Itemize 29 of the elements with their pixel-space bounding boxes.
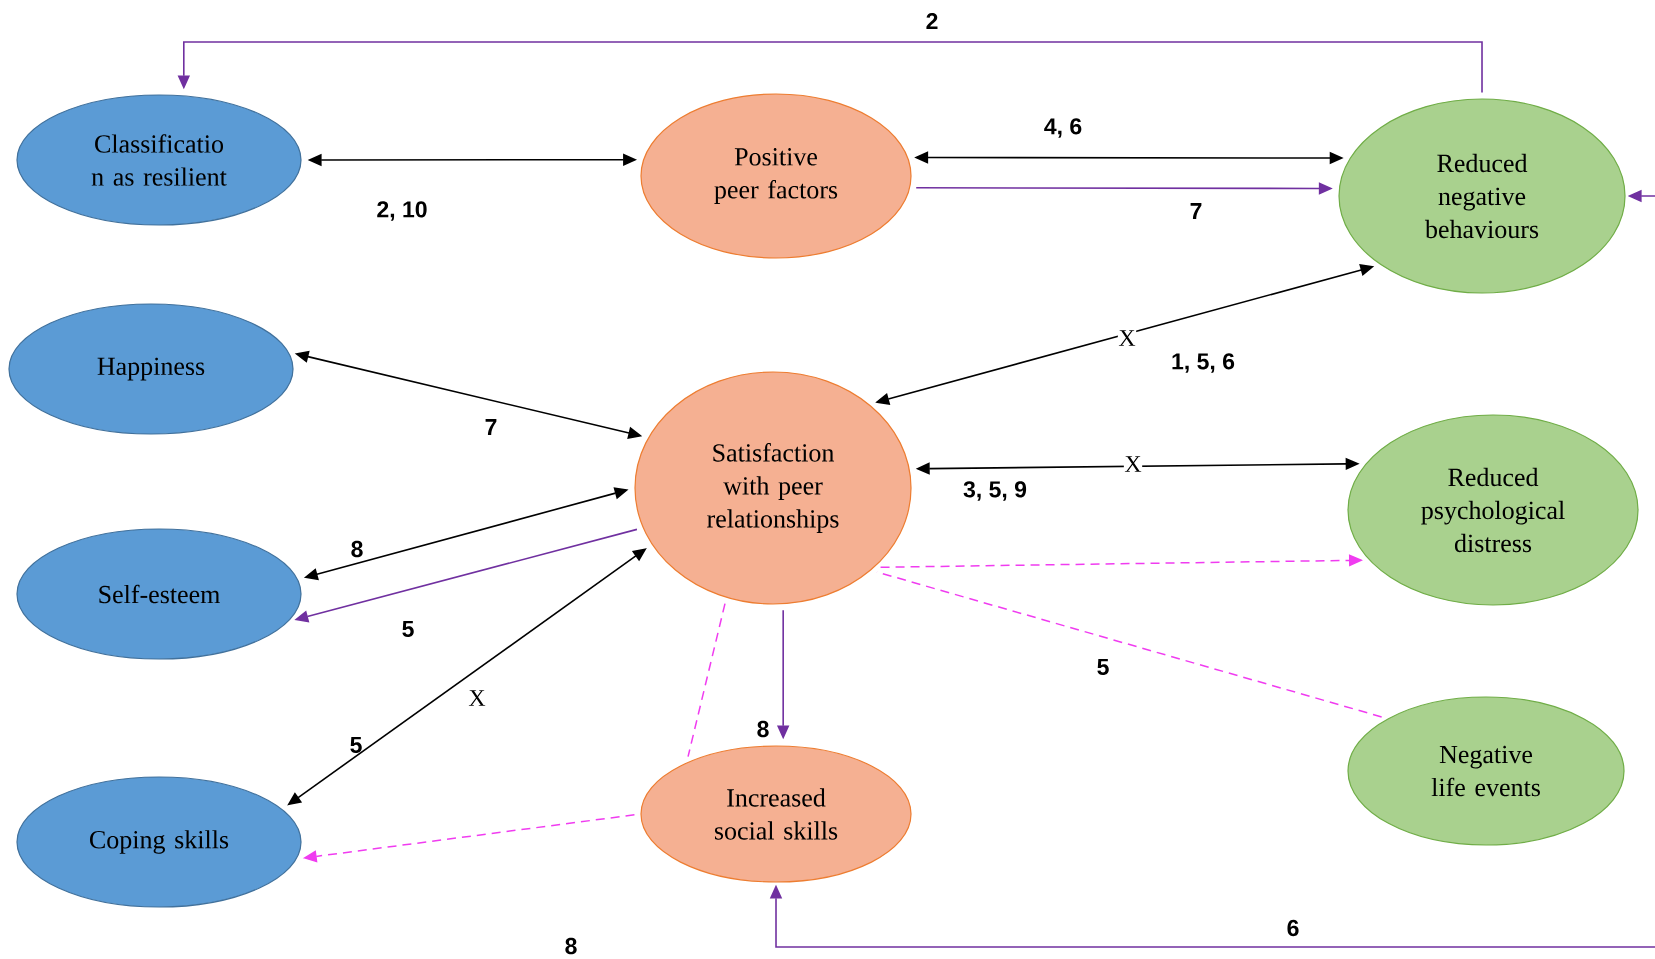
edge-label: 4, 6 (1044, 118, 1082, 138)
oval-node: Reduced negative behaviours (1338, 98, 1626, 294)
oval-node: Self-esteem (16, 528, 302, 660)
edge-label: 7 (485, 419, 497, 435)
edge-label: 2 (926, 12, 938, 30)
oval-node: Satisfaction with peer relationships (634, 371, 912, 605)
edge-label: 8 (351, 540, 363, 558)
edge-label: 8 (757, 720, 769, 738)
oval-node: Negative life events (1347, 696, 1625, 846)
cross-mark: X (467, 689, 487, 707)
edge-label: 5 (402, 621, 414, 638)
edge-label: 5 (1097, 659, 1109, 676)
oval-node: Coping skills (16, 776, 302, 908)
dashed-line (687, 602, 726, 758)
edge-label: 3, 5, 9 (963, 481, 1027, 501)
oval-node: Reduced psychological distress (1347, 414, 1639, 606)
edge-label: 5 (350, 737, 362, 754)
oval-node: Positive peer factors (640, 93, 912, 259)
cross-mark: X (1123, 455, 1143, 473)
oval-node: Happiness (8, 303, 294, 435)
edge-label: 6 (1287, 919, 1299, 937)
oval-node: Increased social skills (640, 745, 912, 883)
arrow (287, 548, 647, 806)
edge-label: 7 (1190, 203, 1202, 219)
oval-node: Classificatio n as resilient (16, 94, 302, 226)
edge-label: 2, 10 (377, 201, 427, 221)
number-label: 8 (564, 937, 578, 955)
edge-label: 1, 5, 6 (1172, 353, 1235, 373)
cross-mark: X (1117, 329, 1137, 347)
